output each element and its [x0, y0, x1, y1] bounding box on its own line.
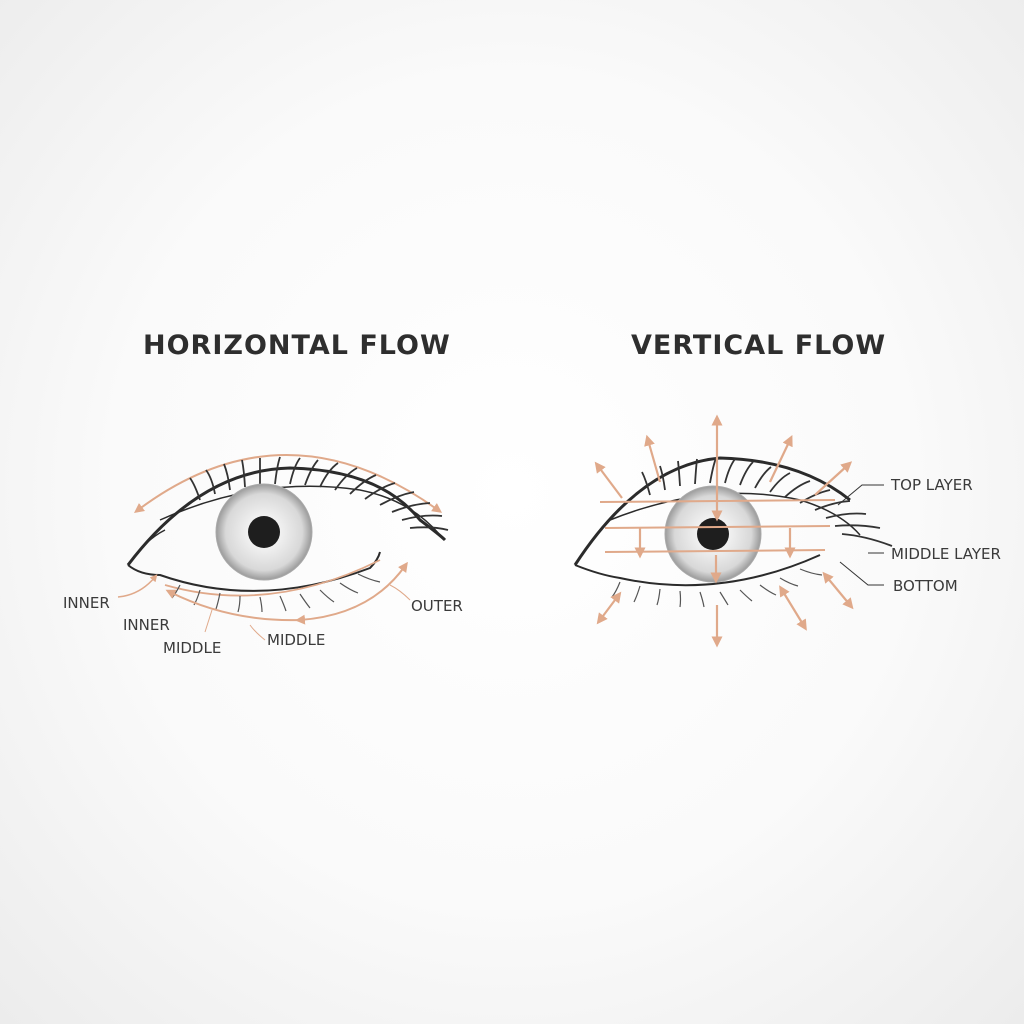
upper-lid-icon	[573, 456, 851, 566]
leader-lines	[837, 484, 884, 586]
radiating-arrows-icon	[594, 414, 854, 648]
lower-lashes-icon	[611, 568, 823, 608]
horizontal-flow-title: HORIZONTAL FLOW	[143, 330, 451, 361]
middle-arrow-icon	[165, 589, 301, 622]
label-middle: MIDDLE	[267, 631, 326, 649]
pupil-icon	[697, 518, 729, 550]
label-middle-low: MIDDLE	[163, 639, 222, 657]
label-top-layer: TOP LAYER	[891, 476, 973, 494]
label-inner-outer: INNER	[63, 594, 110, 612]
top-arc-arrow-icon	[133, 454, 443, 513]
lower-lid-icon	[574, 554, 821, 587]
label-inner: INNER	[123, 616, 170, 634]
vertical-flow-title: VERTICAL FLOW	[631, 330, 887, 361]
label-outer: OUTER	[411, 597, 463, 615]
horizontal-flow-eye	[117, 454, 449, 641]
pupil-icon	[248, 516, 280, 548]
label-middle-layer: MIDDLE LAYER	[891, 545, 1001, 563]
vertical-flow-eye	[573, 414, 893, 648]
upper-lashes-icon	[641, 457, 893, 547]
label-bottom: BOTTOM	[893, 577, 958, 595]
upper-lashes-icon	[189, 456, 449, 531]
outer-arrow-icon	[295, 561, 408, 625]
inner-arrow-icon	[117, 574, 158, 598]
